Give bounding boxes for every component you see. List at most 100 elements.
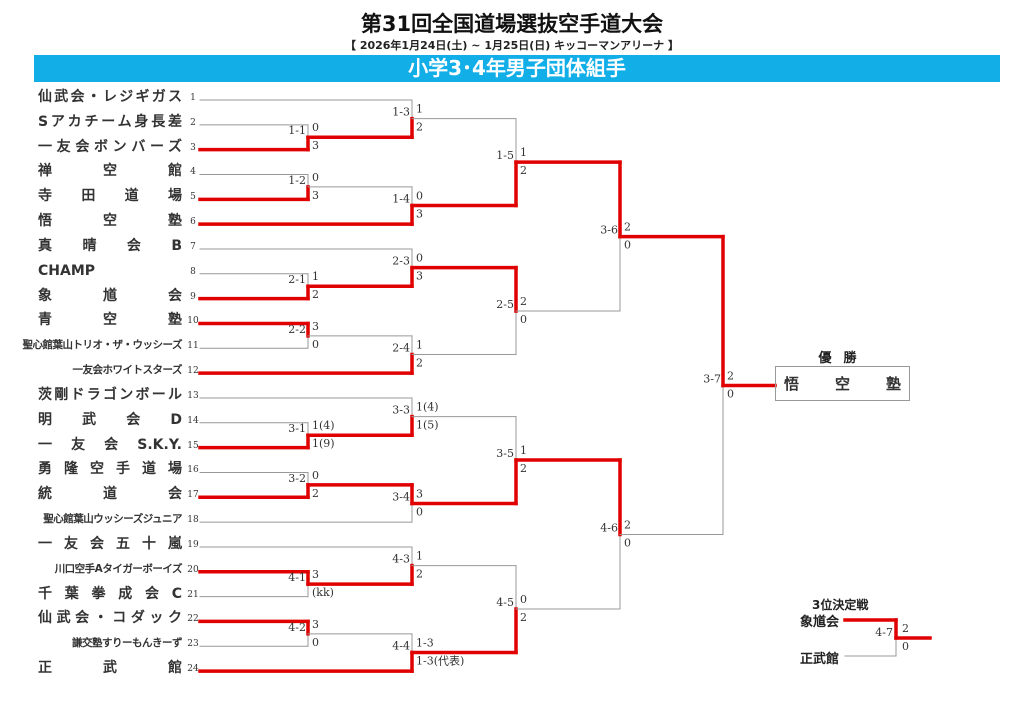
team-name: 謙交塾すりーもんきーず bbox=[72, 637, 183, 650]
score-top: 2 bbox=[727, 370, 734, 383]
match-number: 2-1 bbox=[288, 273, 306, 286]
score-top: 0 bbox=[312, 469, 319, 482]
match-number: 4-6 bbox=[600, 522, 618, 535]
score-bottom: 0 bbox=[727, 388, 734, 401]
score-bottom: 2 bbox=[520, 164, 527, 177]
team-seed: 6 bbox=[190, 217, 196, 228]
match-number: 1-3 bbox=[392, 106, 410, 119]
team-name: 茨剛ドラゴンボール bbox=[38, 386, 182, 403]
team-seed: 1 bbox=[190, 93, 196, 103]
score-top: 3 bbox=[312, 568, 319, 581]
score-top: 2 bbox=[624, 519, 631, 532]
team-name: 一友会S.K.Y. bbox=[38, 436, 182, 453]
score-bottom: 3 bbox=[312, 189, 319, 202]
team-name: 仙武会・レジギガス bbox=[38, 89, 182, 105]
team-name: CHAMP bbox=[38, 262, 96, 279]
third-place-label: 3位決定戦 bbox=[812, 598, 869, 612]
team-name: Sアカチーム身長差 bbox=[38, 113, 182, 130]
team-name: 聖心館葉山ウッシーズジュニア bbox=[43, 513, 182, 526]
score-bottom: 2 bbox=[520, 611, 527, 624]
score-bottom: 2 bbox=[416, 357, 423, 370]
team-name: 一友会ボンバーズ bbox=[38, 138, 182, 155]
team-name: 勇隆空手道場 bbox=[38, 461, 182, 478]
team-name: 寺田道場 bbox=[38, 188, 182, 205]
score-bottom: 2 bbox=[416, 121, 423, 134]
score-bottom: 2 bbox=[416, 568, 423, 581]
team-seed: 3 bbox=[190, 142, 196, 153]
tournament-dates-venue: 【 2026年1月24日(土) ~ 1月25日(日) キッコーマンアリーナ 】 bbox=[344, 39, 679, 52]
team-seed: 7 bbox=[190, 241, 196, 252]
score-bottom: 0 bbox=[520, 313, 527, 326]
match-number: 3-5 bbox=[496, 447, 514, 460]
match-number: 4-4 bbox=[392, 639, 410, 652]
team-name: 統道会 bbox=[38, 486, 182, 503]
team-seed: 9 bbox=[190, 291, 196, 302]
champion-box: 悟空塾 bbox=[775, 366, 910, 401]
score-bottom: 0 bbox=[312, 338, 319, 351]
match-number: 2-5 bbox=[496, 298, 514, 311]
team-seed: 24 bbox=[187, 664, 199, 675]
team-name: 象馗会 bbox=[38, 287, 182, 304]
team-name: 悟空塾 bbox=[38, 213, 182, 230]
score-top: 1 bbox=[520, 444, 527, 457]
tournament-title: 第31回全国道場選抜空手道大会 bbox=[360, 12, 664, 36]
team-name: 正武館 bbox=[38, 660, 182, 677]
score-bottom: (kk) bbox=[312, 586, 334, 599]
score-bottom: 1(5) bbox=[416, 419, 439, 432]
team-seed: 18 bbox=[187, 515, 199, 526]
score-top: 0 bbox=[416, 190, 423, 203]
score-top: 2 bbox=[624, 221, 631, 234]
match-number: 2-3 bbox=[392, 255, 410, 268]
team-name: 仙武会・コダック bbox=[38, 610, 182, 627]
third-place-team-bottom: 正武館 bbox=[800, 652, 840, 667]
score-bottom: 3 bbox=[312, 139, 319, 152]
champion-label: 優勝 bbox=[818, 351, 869, 366]
score-top: 0 bbox=[312, 171, 319, 184]
score-bottom: 0 bbox=[624, 239, 631, 252]
team-name: 真晴会B bbox=[38, 237, 182, 254]
team-seed: 13 bbox=[187, 390, 199, 401]
team-seed: 4 bbox=[190, 167, 196, 178]
team-seed: 15 bbox=[187, 440, 199, 451]
match-number: 3-3 bbox=[392, 404, 410, 417]
team-name: 明武会D bbox=[38, 411, 182, 428]
score-top: 2 bbox=[520, 295, 527, 308]
team-seed: 17 bbox=[187, 490, 199, 501]
score-top: 1-3 bbox=[416, 636, 434, 649]
score-top: 1 bbox=[520, 146, 527, 159]
team-name: 一友会五十嵐 bbox=[38, 535, 182, 552]
match-number: 4-5 bbox=[496, 596, 514, 609]
score-bottom: 2 bbox=[312, 288, 319, 301]
team-seed: 20 bbox=[187, 564, 199, 575]
team-seed: 16 bbox=[187, 465, 199, 476]
match-number: 1-2 bbox=[288, 174, 306, 187]
team-seed: 8 bbox=[190, 266, 196, 277]
match-number: 2-2 bbox=[288, 323, 306, 336]
score-top: 0 bbox=[416, 252, 423, 265]
match-number: 4-1 bbox=[288, 571, 306, 584]
score-top: 0 bbox=[520, 593, 527, 606]
score-top: 1 bbox=[416, 550, 423, 563]
match-number: 2-4 bbox=[392, 342, 410, 355]
score-bottom: 2 bbox=[312, 487, 319, 500]
match-number: 1-1 bbox=[288, 124, 306, 137]
score-bottom: 0 bbox=[312, 636, 319, 649]
score-bottom: 0 bbox=[902, 640, 909, 653]
team-seed: 22 bbox=[187, 614, 199, 625]
third-place-team-top: 象馗会 bbox=[800, 615, 840, 630]
score-top: 1 bbox=[312, 270, 319, 283]
match-number: 4-2 bbox=[288, 621, 306, 634]
score-top: 1(4) bbox=[312, 419, 335, 432]
team-name: 川口空手Aタイガーボーイズ bbox=[54, 562, 183, 575]
match-number: 4-3 bbox=[392, 553, 410, 566]
team-seed: 5 bbox=[190, 192, 196, 203]
score-top: 3 bbox=[312, 320, 319, 333]
team-name: 聖心館葉山トリオ・ザ・ウッシーズ bbox=[22, 339, 183, 352]
score-bottom: 3 bbox=[416, 208, 423, 221]
score-top: 1 bbox=[416, 103, 423, 116]
match-number: 3-7 bbox=[703, 373, 721, 386]
score-top: 1(4) bbox=[416, 401, 439, 414]
team-name: 一友会ホワイトスターズ bbox=[72, 364, 183, 377]
